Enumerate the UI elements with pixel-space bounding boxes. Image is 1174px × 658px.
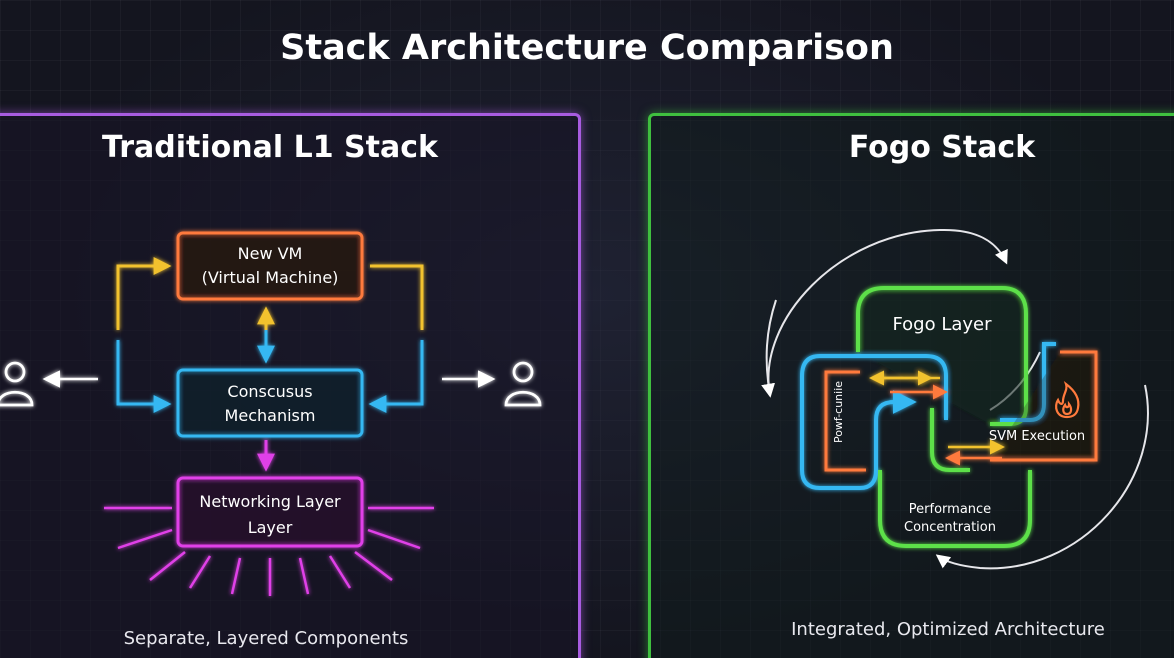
consensus-box (176, 368, 364, 438)
consensus-label-line1: Conscusus (227, 382, 312, 401)
right-cyan-connector (368, 340, 424, 413)
right-yellow-connector (370, 264, 424, 330)
fogo-stack-title: Fogo Stack (848, 130, 1036, 165)
orange-left-bracket (824, 370, 866, 472)
left-cyan-connector (116, 340, 172, 413)
networking-box (176, 476, 364, 548)
traditional-stack-diagram (0, 231, 542, 596)
networking-label-line1: Networking Layer (199, 492, 341, 511)
cyan-flow-shape (800, 354, 948, 490)
vm-label-line1: New VM (238, 244, 303, 263)
traditional-stack-caption: Separate, Layered Components (123, 628, 409, 649)
page-title: Stack Architecture Comparison (280, 28, 894, 68)
performance-label-line1: Performance (909, 502, 991, 517)
vm-label-line2: (Virtual Machine) (202, 268, 339, 287)
performance-shape (878, 470, 1032, 548)
user-icon (0, 361, 34, 407)
user-icon (504, 361, 542, 407)
fogo-stack-diagram (761, 228, 1149, 570)
fogo-stack-caption: Integrated, Optimized Architecture (791, 619, 1105, 640)
vm-box (176, 231, 364, 301)
inner-green-link (930, 408, 970, 472)
networking-rays (104, 506, 434, 596)
fogo-layer-label: Fogo Layer (892, 314, 992, 335)
consensus-label-line2: Mechanism (225, 406, 316, 425)
networking-label-line2: Layer (248, 518, 293, 537)
flame-icon (1055, 381, 1080, 419)
traditional-stack-title: Traditional L1 Stack (102, 130, 438, 165)
svm-box (990, 350, 1098, 462)
side-label: Powf-cuniie (832, 381, 845, 443)
svm-execution-label: SVM Execution (989, 429, 1085, 444)
performance-label-line2: Concentration (904, 520, 996, 535)
left-yellow-connector (116, 257, 172, 330)
